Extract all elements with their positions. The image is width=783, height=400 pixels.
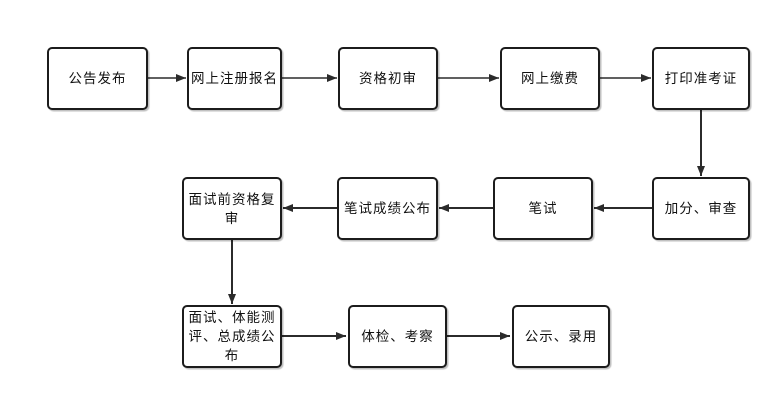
flow-node-label: 笔试 [528,201,558,216]
flow-node-pre-interview-qualification-recheck: 面试前资格复审 [182,177,282,240]
flow-node-label: 资格初审 [359,71,417,86]
flow-node-publicity-employment: 公示、录用 [512,305,610,368]
flow-node-bonus-points-review: 加分、审查 [652,177,750,240]
flow-node-print-admission-ticket: 打印准考证 [652,47,750,110]
flow-node-label: 面试前资格复审 [188,191,276,226]
flow-node-interview-fitness-total-score-release: 面试、体能测评、总成绩公布 [182,305,282,368]
flow-node-label: 体检、考察 [361,329,434,344]
flow-node-qualification-initial-review: 资格初审 [338,47,438,110]
flow-node-label: 公示、录用 [524,329,598,344]
flow-node-label: 笔试成绩公布 [344,201,431,216]
flow-node-announcement-release: 公告发布 [47,47,148,110]
flow-node-physical-exam-inspection: 体检、考察 [348,305,447,368]
flow-node-label: 网上缴费 [521,71,579,86]
flow-node-label: 面试、体能测评、总成绩公布 [188,310,276,363]
flow-node-online-registration: 网上注册报名 [187,47,282,110]
flow-node-written-exam: 笔试 [493,177,593,240]
flow-node-label: 网上注册报名 [191,71,278,86]
flow-node-label: 公告发布 [68,71,127,86]
flow-node-label: 打印准考证 [664,71,738,86]
flow-node-written-exam-results-release: 笔试成绩公布 [337,177,438,240]
flow-node-online-payment: 网上缴费 [500,47,600,110]
flow-node-label: 加分、审查 [664,201,738,216]
